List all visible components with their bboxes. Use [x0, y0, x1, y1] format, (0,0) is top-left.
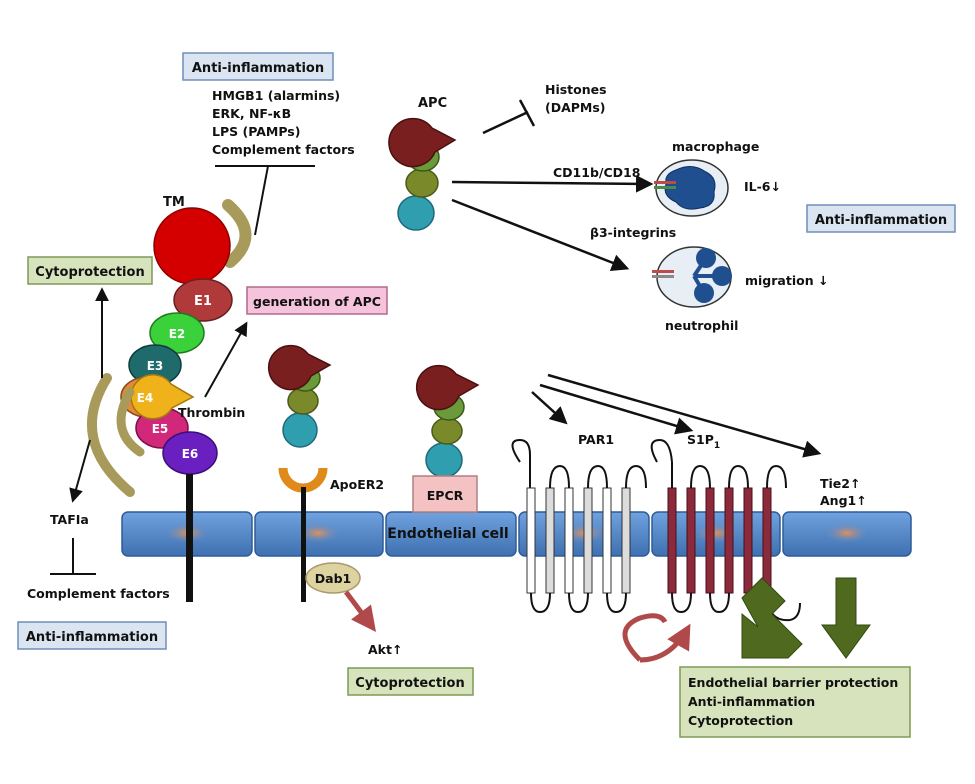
tm-label: TM [163, 195, 185, 210]
tie2-label: Tie2↑ [820, 476, 860, 491]
arrow-to-macrophage [451, 175, 654, 193]
histone-inhibition-bar [518, 99, 536, 127]
s1p1-label-sub: 1 [714, 441, 720, 451]
dab1-label: Dab1 [315, 571, 351, 586]
tm-factor-4: Complement factors [212, 142, 355, 157]
anti-inflammation-box-right [806, 204, 956, 233]
generation-apc-box [246, 286, 388, 315]
s1p1-label: S1P1 [687, 432, 720, 451]
histones-line2: (DAPMs) [545, 100, 606, 115]
epcr-label: EPCR [427, 488, 464, 503]
inhibition-line-top [254, 165, 269, 236]
arrow-to-s1p1 [539, 383, 694, 435]
cd11b-label: CD11b/CD18 [553, 165, 640, 180]
e1-label: E1 [194, 294, 212, 309]
apc-molecule-epcr [412, 364, 480, 513]
anti-inflammation-bottom-label: Anti-inflammation [26, 630, 158, 645]
thrombomodulin [87, 199, 252, 602]
histones-line1: Histones [545, 82, 607, 97]
dab1-node [305, 562, 361, 594]
endothelial-membrane [121, 511, 912, 557]
apc-molecule-apoer2 [267, 344, 332, 602]
apc-molecule-top [388, 117, 457, 231]
anti-inflammation-box-top [182, 52, 334, 81]
e4-label: E4 [137, 391, 154, 405]
arrow-to-par1 [531, 391, 568, 425]
cytoprotection-box-left [27, 256, 153, 285]
neutrophil-label: neutrophil [665, 318, 738, 333]
anti-inflammation-box-bottom [17, 621, 167, 650]
e2-label: E2 [169, 327, 186, 341]
e5-label: E5 [152, 422, 169, 436]
tafia-label: TAFIa [50, 512, 89, 527]
outcome-box [679, 666, 911, 738]
ang1-label: Ang1↑ [820, 493, 867, 508]
big-arrow-left [741, 577, 803, 659]
s1p1-label-main: S1P [687, 432, 714, 447]
arrow-to-akt [344, 590, 376, 632]
e3-label: E3 [147, 359, 164, 373]
macrophage-cell [654, 159, 729, 217]
thrombin-label: Thrombin [178, 405, 245, 420]
akt-label: Akt↑ [368, 642, 402, 657]
endothelial-cell-label: Endothelial cell [387, 526, 508, 542]
transactivation-arc-right [639, 623, 691, 663]
e6-label: E6 [182, 447, 199, 461]
anti-inflammation-right-label: Anti-inflammation [815, 213, 947, 228]
cytoprotection-bottom-label: Cytoprotection [355, 676, 464, 691]
histone-inhibition-line [482, 110, 529, 135]
arrow-to-tafia [69, 439, 91, 503]
arrow-to-generation-apc [204, 321, 248, 398]
par1-receptor [511, 438, 647, 614]
arrow-to-tie2 [547, 373, 822, 458]
generation-apc-label: generation of APC [253, 294, 381, 309]
outcome-1: Endothelial barrier protection [688, 675, 898, 690]
transactivation-arc-left [622, 613, 668, 662]
apc-label: APC [418, 96, 447, 111]
il6-label: IL-6↓ [744, 179, 781, 194]
outcome-2: Anti-inflammation [688, 694, 815, 709]
tm-factor-2: ERK, NF-κB [212, 106, 291, 121]
cytoprotection-box-bottom [347, 667, 474, 696]
migration-label: migration ↓ [745, 273, 828, 288]
arrow-to-neutrophil [451, 198, 630, 272]
anti-inflammation-top-label: Anti-inflammation [192, 61, 324, 76]
apoer2-label: ApoER2 [330, 477, 384, 492]
integrins-label: β3-integrins [590, 225, 676, 240]
outcome-3: Cytoprotection [688, 713, 793, 728]
par1-label: PAR1 [578, 432, 614, 447]
tm-factor-1: HMGB1 (alarmins) [212, 88, 340, 103]
big-arrow-right [821, 577, 871, 659]
neutrophil-cell [652, 246, 732, 308]
complement-bottom-label: Complement factors [27, 586, 170, 601]
macrophage-label: macrophage [672, 139, 759, 154]
s1p1-receptor [650, 438, 801, 622]
cytoprotection-left-label: Cytoprotection [35, 265, 144, 280]
tm-factor-3: LPS (PAMPs) [212, 124, 300, 139]
